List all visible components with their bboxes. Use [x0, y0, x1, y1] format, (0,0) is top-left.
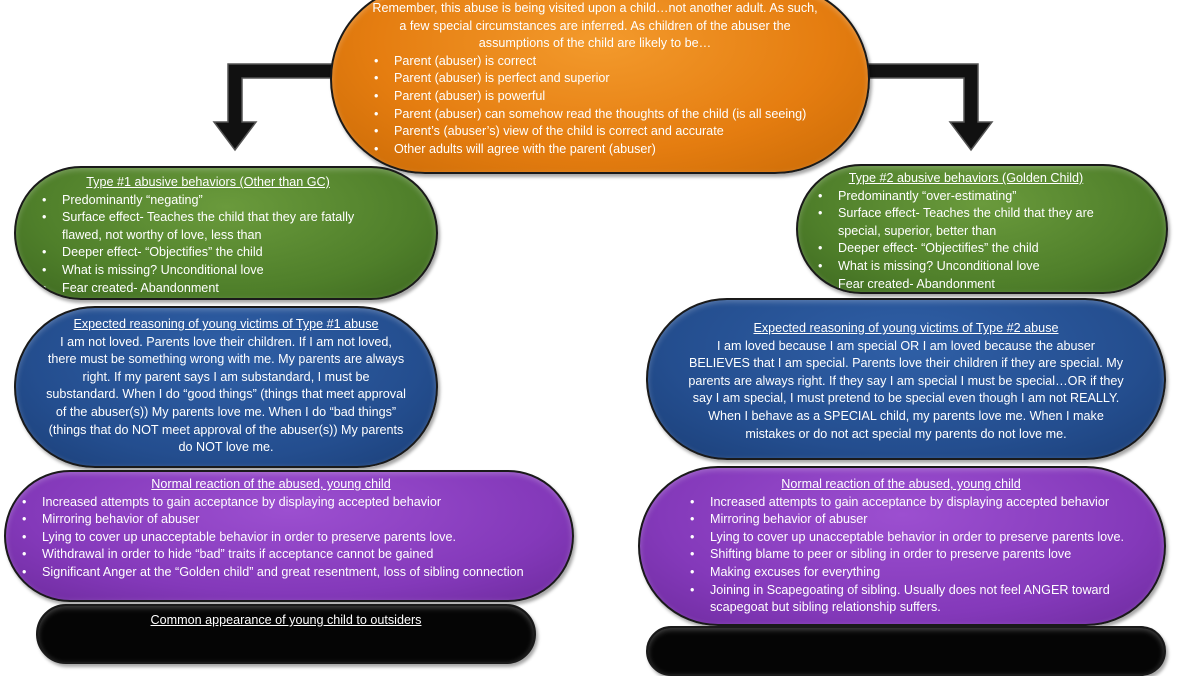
type2-behaviors-list: Predominantly “over-estimating” Surface … [806, 188, 1126, 292]
type1-reaction-item: Increased attempts to gain acceptance by… [10, 494, 532, 512]
type1-behaviors-box: Type #1 abusive behaviors (Other than GC… [14, 166, 438, 300]
assumptions-intro: Remember, this abuse is being visited up… [372, 1, 818, 51]
assumptions-of-child-box: Remember, this abuse is being visited up… [330, 0, 870, 174]
type2-reasoning-text: I am loved because I am special OR I am … [688, 338, 1124, 441]
type1-reaction-item: Mirroring behavior of abuser [10, 511, 532, 529]
type2-reaction-item: Making excuses for everything [678, 564, 1124, 582]
assumptions-list: Parent (abuser) is correct Parent (abuse… [362, 53, 828, 159]
type2-behaviors-box: Type #2 abusive behaviors (Golden Child)… [796, 164, 1168, 294]
type2-behavior-item: Fear created- Abandonment [806, 276, 1126, 292]
type2-behavior-item: What is missing? Unconditional love [806, 258, 1126, 276]
type2-reaction-item: Increased attempts to gain acceptance by… [678, 494, 1124, 512]
type2-reaction-list: Increased attempts to gain acceptance by… [678, 494, 1124, 617]
right-elbow-arrow-icon [867, 63, 994, 152]
type2-behavior-item: Predominantly “over-estimating” [806, 188, 1126, 206]
type1-reaction-item: Significant Anger at the “Golden child” … [10, 564, 532, 582]
assumption-item: Parent (abuser) is perfect and superior [362, 70, 828, 88]
type1-reaction-item: Lying to cover up unacceptable behavior … [10, 529, 532, 547]
type2-reaction-item: Joining in Scapegoating of sibling. Usua… [678, 582, 1124, 617]
type2-appearance-box [646, 626, 1166, 676]
assumption-item: Parent’s (abuser’s) view of the child is… [362, 123, 828, 141]
type1-reaction-list: Increased attempts to gain acceptance by… [10, 494, 532, 582]
type2-behavior-item: Deeper effect- “Objectifies” the child [806, 240, 1126, 258]
assumption-item: Other adults will agree with the parent … [362, 141, 828, 159]
type2-reaction-item: Shifting blame to peer or sibling in ord… [678, 546, 1124, 564]
type1-reasoning-text: I am not loved. Parents love their child… [46, 334, 406, 455]
type1-appearance-box: Common appearance of young child to outs… [36, 604, 536, 664]
left-elbow-arrow-icon [212, 63, 339, 152]
type1-behaviors-list: Predominantly “negating” Surface effect-… [30, 192, 386, 298]
type1-reaction-item: Withdrawal in order to hide “bad” traits… [10, 546, 532, 564]
type1-behavior-item: Surface effect- Teaches the child that t… [30, 209, 386, 244]
type1-reasoning-box: Expected reasoning of young victims of T… [14, 306, 438, 468]
type2-reaction-item: Mirroring behavior of abuser [678, 511, 1124, 529]
type1-reaction-box: Normal reaction of the abused, young chi… [4, 470, 574, 602]
type1-reasoning-title: Expected reasoning of young victims of T… [73, 317, 379, 331]
type2-behaviors-title: Type #2 abusive behaviors (Golden Child) [848, 171, 1084, 185]
type2-reaction-box: Normal reaction of the abused, young chi… [638, 466, 1166, 626]
type1-behavior-item: Fear created- Abandonment [30, 280, 386, 298]
type1-appearance-title: Common appearance of young child to outs… [150, 613, 422, 627]
type1-behavior-item: Deeper effect- “Objectifies” the child [30, 244, 386, 262]
type1-behavior-item: What is missing? Unconditional love [30, 262, 386, 280]
type2-reasoning-box: Expected reasoning of young victims of T… [646, 298, 1166, 460]
type2-reasoning-title: Expected reasoning of young victims of T… [753, 321, 1059, 335]
type1-behavior-item: Predominantly “negating” [30, 192, 386, 210]
assumption-item: Parent (abuser) can somehow read the tho… [362, 106, 828, 124]
type2-reaction-item: Lying to cover up unacceptable behavior … [678, 529, 1124, 547]
assumption-item: Parent (abuser) is powerful [362, 88, 828, 106]
assumption-item: Parent (abuser) is correct [362, 53, 828, 71]
type2-behavior-item: Surface effect- Teaches the child that t… [806, 205, 1126, 240]
type1-reaction-title: Normal reaction of the abused, young chi… [151, 477, 391, 491]
type1-behaviors-title: Type #1 abusive behaviors (Other than GC… [86, 175, 330, 189]
type2-reaction-title: Normal reaction of the abused, young chi… [781, 477, 1021, 491]
